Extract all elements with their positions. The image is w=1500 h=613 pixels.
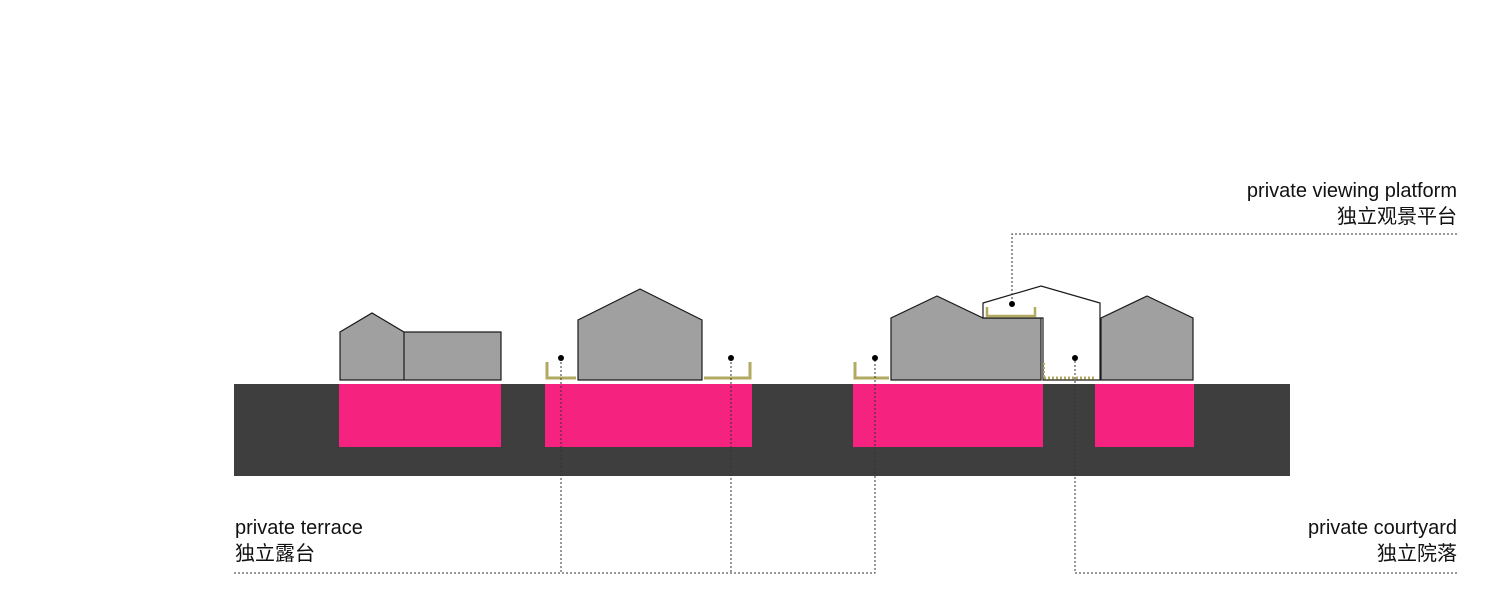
label-viewing-platform-en: private viewing platform <box>1246 180 1457 202</box>
leader-dot-terrace-1 <box>558 355 564 361</box>
terrace-rail-2 <box>704 362 752 380</box>
terrace-rail-1 <box>545 362 576 380</box>
house-2 <box>577 288 703 381</box>
leader-terrace <box>234 358 876 574</box>
leader-dot-platform <box>1009 301 1015 307</box>
leader-courtyard <box>1074 358 1457 574</box>
label-viewing-platform: private viewing platform 独立观景平台 <box>1247 179 1457 229</box>
leader-dot-courtyard <box>1072 355 1078 361</box>
house-4 <box>1100 295 1194 381</box>
label-courtyard-zh: 独立院落 <box>1377 541 1457 565</box>
label-courtyard: private courtyard 独立院落 <box>1308 516 1457 566</box>
basement-block-1 <box>339 384 501 447</box>
label-viewing-platform-zh: 独立观景平台 <box>1337 204 1457 228</box>
basement-block-2 <box>545 384 752 447</box>
label-terrace-en: private terrace <box>235 517 363 539</box>
label-terrace-zh: 独立露台 <box>235 541 315 565</box>
basement-block-4 <box>1095 384 1194 447</box>
house-1 <box>339 312 502 381</box>
label-courtyard-en: private courtyard <box>1308 517 1457 539</box>
platform-rail <box>985 307 1037 318</box>
basement-block-3 <box>853 384 1043 447</box>
label-terrace: private terrace 独立露台 <box>235 516 363 566</box>
viewing-platform-volume <box>982 285 1101 381</box>
ground-base <box>234 384 1290 476</box>
leader-dot-terrace-3 <box>872 355 878 361</box>
leader-platform <box>1011 233 1457 304</box>
terrace-rail-3 <box>853 362 889 380</box>
leader-lines <box>234 233 1457 574</box>
leader-dot-terrace-2 <box>728 355 734 361</box>
